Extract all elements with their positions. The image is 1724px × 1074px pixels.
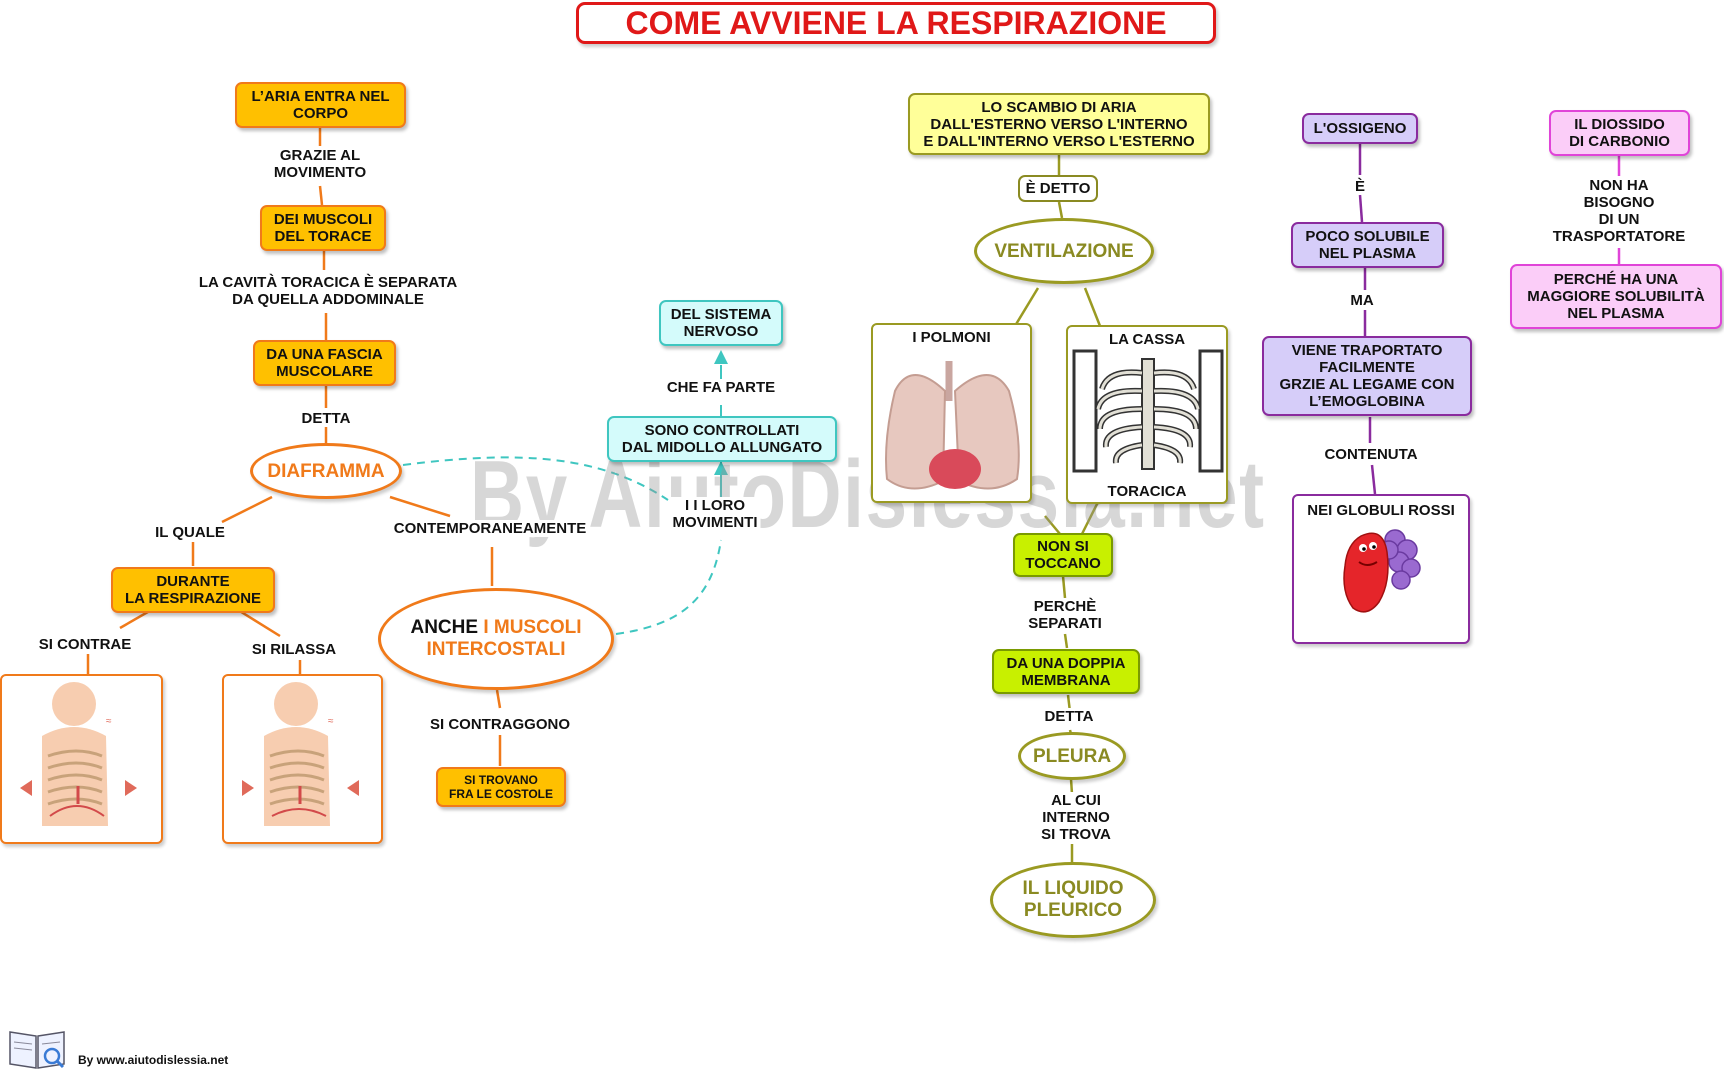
label-che-fa-parte: CHE FA PARTE bbox=[663, 379, 779, 396]
node-diossido: IL DIOSSIDO DI CARBONIO bbox=[1549, 110, 1690, 156]
label-si-contrae: SI CONTRAE bbox=[35, 636, 135, 653]
page-title: COME AVVIENE LA RESPIRAZIONE bbox=[576, 2, 1216, 44]
node-costole: SI TROVANO FRA LE COSTOLE bbox=[436, 767, 566, 807]
label-detta-left: DETTA bbox=[298, 410, 354, 427]
ribcage-icon bbox=[1072, 349, 1224, 473]
anche-label: ANCHE bbox=[410, 617, 484, 638]
footer-credit: By www.aiutodislessia.net bbox=[78, 1053, 229, 1067]
node-muscoli-torace: DEI MUSCOLI DEL TORACE bbox=[260, 205, 386, 251]
ribcage-panel: LA CASSA TORACICA bbox=[1066, 325, 1228, 504]
node-sistema-nervoso: DEL SISTEMA NERVOSO bbox=[659, 300, 783, 346]
node-liquido-pleurico: IL LIQUIDO PLEURICO bbox=[990, 862, 1156, 938]
red-blood-cell-icon bbox=[1343, 529, 1421, 613]
node-ventilazione: VENTILAZIONE bbox=[974, 218, 1154, 284]
torso-contract-icon: ≈ bbox=[20, 682, 137, 826]
ribcage-caption: LA CASSA bbox=[1108, 331, 1186, 348]
label-il-quale: IL QUALE bbox=[152, 524, 228, 541]
ribcage-caption-2: TORACICA bbox=[1107, 483, 1187, 500]
node-midollo: SONO CONTROLLATI DAL MIDOLLO ALLUNGATO bbox=[607, 416, 837, 462]
label-non-ha: NON HA BISOGNO DI UN TRASPORTATORE bbox=[1549, 177, 1689, 245]
svg-text:≈: ≈ bbox=[106, 716, 112, 727]
node-non-si-toccano: NON SI TOCCANO bbox=[1013, 533, 1113, 577]
node-trasportato: VIENE TRAPORTATO FACILMENTE GRZIE AL LEG… bbox=[1262, 336, 1472, 416]
label-movimenti: I I LORO MOVIMENTI bbox=[669, 497, 761, 531]
label-contenuta: CONTENUTA bbox=[1321, 446, 1421, 463]
label-si-contraggono: SI CONTRAGGONO bbox=[426, 716, 574, 733]
label-ma: MA bbox=[1347, 292, 1377, 309]
lungs-panel: I POLMONI bbox=[871, 323, 1032, 503]
label-perche-separati: PERCHÈ SEPARATI bbox=[1025, 598, 1105, 632]
torso-relax-icon: ≈ bbox=[242, 682, 359, 826]
label-contemporaneamente: CONTEMPORANEAMENTE bbox=[390, 520, 590, 537]
label-detta-center: DETTA bbox=[1041, 708, 1097, 725]
node-diaframma: DIAFRAMMA bbox=[250, 443, 402, 499]
node-pleura: PLEURA bbox=[1018, 732, 1126, 780]
node-poco-solubile: POCO SOLUBILE NEL PLASMA bbox=[1291, 222, 1444, 268]
node-intercostali: ANCHE I MUSCOLI INTERCOSTALI bbox=[378, 588, 614, 690]
inhale-illustration: ≈ bbox=[0, 674, 163, 844]
label-grazie: GRAZIE AL MOVIMENTO bbox=[270, 147, 370, 181]
book-logo-icon bbox=[9, 1031, 65, 1069]
label-e: È bbox=[1351, 178, 1369, 195]
lungs-caption: I POLMONI bbox=[912, 329, 991, 346]
lungs-icon bbox=[885, 361, 1020, 490]
node-doppia-membrana: DA UNA DOPPIA MEMBRANA bbox=[992, 649, 1140, 694]
globuli-caption: NEI GLOBULI ROSSI bbox=[1307, 502, 1455, 519]
node-ossigeno: L'OSSIGENO bbox=[1302, 113, 1418, 144]
node-solubilita: PERCHÉ HA UNA MAGGIORE SOLUBILITÀ NEL PL… bbox=[1510, 264, 1722, 329]
svg-text:≈: ≈ bbox=[328, 716, 334, 727]
label-cavita: LA CAVITÀ TORACICA È SEPARATA DA QUELLA … bbox=[195, 274, 461, 308]
node-aria: L’ARIA ENTRA NEL CORPO bbox=[235, 82, 406, 128]
muscoli-label: I MUSCOLI bbox=[483, 617, 582, 638]
label-al-cui: AL CUI INTERNO SI TROVA bbox=[1038, 792, 1114, 843]
exhale-illustration: ≈ bbox=[222, 674, 383, 844]
globuli-panel: NEI GLOBULI ROSSI bbox=[1292, 494, 1470, 644]
label-si-rilassa: SI RILASSA bbox=[248, 641, 340, 658]
node-fascia: DA UNA FASCIA MUSCOLARE bbox=[253, 340, 396, 386]
intercostali-label: INTERCOSTALI bbox=[426, 639, 566, 660]
node-durante: DURANTE LA RESPIRAZIONE bbox=[111, 567, 275, 613]
node-e-detto: È DETTO bbox=[1018, 175, 1098, 202]
node-scambio: LO SCAMBIO DI ARIA DALL'ESTERNO VERSO L'… bbox=[908, 93, 1210, 155]
